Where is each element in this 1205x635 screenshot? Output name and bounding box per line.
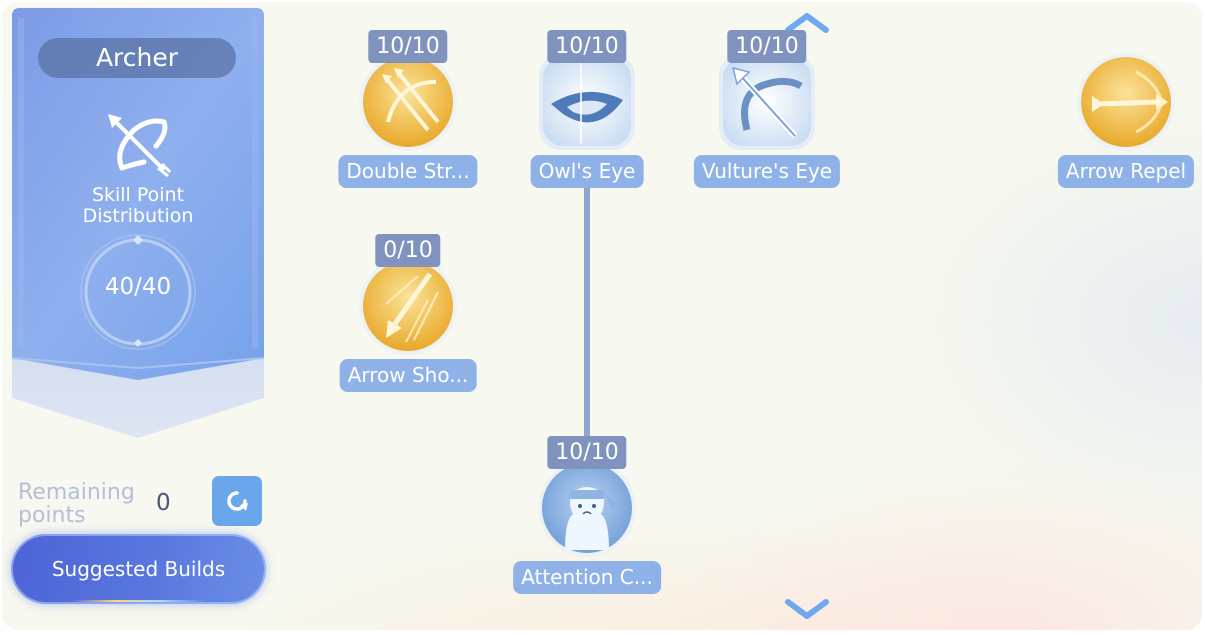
skill-level-badge: 10/10: [547, 30, 627, 63]
eye-icon: [539, 54, 635, 150]
skill-attention-concentration[interactable]: 10/10 Attention C...: [513, 436, 661, 594]
skill-link-line: [584, 188, 590, 440]
scroll-up-arrow-icon[interactable]: [782, 8, 832, 36]
skill-name: Double Str...: [338, 155, 478, 188]
skill-level-badge: 10/10: [727, 30, 807, 63]
refresh-icon: [227, 491, 248, 511]
skill-arrow-shower[interactable]: 0/10 Arrow Sho...: [338, 234, 478, 392]
class-name: Archer: [38, 38, 236, 78]
skill-arrow-repel[interactable]: Arrow Repel: [1056, 30, 1196, 188]
points-used: 40/40: [104, 274, 172, 300]
double-arrow-bow-icon: [359, 53, 457, 151]
bow-arrow-icon: [719, 54, 815, 150]
skill-level-badge: 10/10: [547, 436, 627, 469]
reset-points-button[interactable]: [212, 476, 262, 526]
skill-owls-eye[interactable]: 10/10 Owl's Eye: [517, 30, 657, 188]
skill-level-badge: 0/10: [375, 234, 441, 267]
skill-name: Attention C...: [513, 561, 661, 594]
banner-background: [12, 8, 264, 438]
bow-arrow-icon: [108, 114, 172, 178]
class-banner: Archer Skill Point Distribution 40/40: [12, 8, 264, 438]
skill-name: Vulture's Eye: [693, 155, 841, 188]
skill-name: Owl's Eye: [530, 155, 644, 188]
skill-name: Arrow Sho...: [339, 359, 477, 392]
points-ring: [80, 234, 196, 350]
suggested-builds-button[interactable]: Suggested Builds: [11, 534, 266, 604]
skill-name: Arrow Repel: [1057, 155, 1195, 188]
headband-character-icon: [538, 459, 636, 557]
arrow-repel-icon: [1077, 53, 1175, 151]
arrow-shower-icon: [359, 257, 457, 355]
skill-vultures-eye[interactable]: 10/10 Vulture's Eye: [693, 30, 841, 188]
skill-level-badge: 10/10: [368, 30, 448, 63]
skill-double-strike[interactable]: 10/10 Double Str...: [338, 30, 478, 188]
remaining-points-value: 0: [156, 490, 171, 516]
distribution-label: Skill Point Distribution: [82, 184, 194, 227]
scroll-down-arrow-icon[interactable]: [782, 596, 832, 624]
remaining-points-label: Remaining points: [18, 480, 135, 528]
